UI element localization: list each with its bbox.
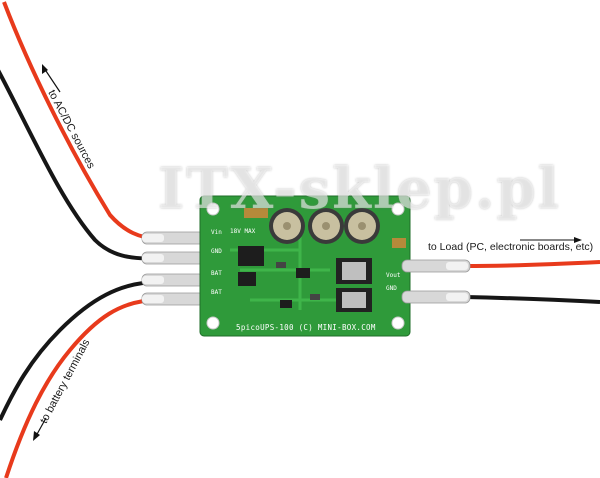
arrow-right-icon — [520, 237, 582, 243]
label-to-load: to Load (PC, electronic boards, etc) — [428, 241, 594, 253]
connector-left-2 — [141, 251, 205, 265]
capacitor-2 — [308, 208, 344, 244]
pcb-title: 5picoUPS-100 (C) MINI-BOX.COM — [236, 323, 376, 332]
mosfet-1-tab — [342, 262, 366, 280]
smd-1 — [276, 262, 286, 268]
smd-4 — [280, 300, 292, 308]
chip-2 — [238, 272, 256, 286]
capacitor-3 — [344, 208, 380, 244]
arrow-up-left-icon — [42, 64, 61, 93]
wire-black-top — [0, 69, 159, 261]
connector-left-1 — [141, 231, 205, 245]
silk-bat: BAT — [211, 270, 222, 277]
capacitor-1 — [269, 208, 305, 244]
resistor-array — [244, 208, 268, 218]
wire-black-right — [464, 295, 600, 304]
wire-black-bottom — [0, 280, 159, 421]
silk-vout: Vout — [386, 272, 401, 279]
connector-left-4 — [141, 292, 205, 306]
silk-vin: Vin — [211, 229, 222, 236]
wire-red-bottom — [4, 298, 159, 478]
resistor-right — [392, 238, 406, 248]
silk-gnd-right: GND — [386, 285, 397, 292]
silk-max: 18V MAX — [230, 228, 256, 235]
smd-3 — [310, 294, 320, 300]
connector-right-2 — [401, 290, 471, 304]
chip-1 — [238, 246, 264, 266]
watermark: ITX-sklep.pl — [158, 156, 561, 222]
mosfet-2-tab — [342, 292, 366, 308]
wire-red-right — [464, 260, 600, 268]
connector-right-1 — [401, 259, 471, 273]
arrow-down-left-icon — [33, 417, 47, 441]
silk-bat-2: BAT — [211, 289, 222, 296]
connector-left-3 — [141, 273, 205, 287]
wire-red-top — [2, 1, 159, 241]
silk-gnd-left: GND — [211, 248, 222, 255]
smd-2 — [296, 268, 310, 278]
